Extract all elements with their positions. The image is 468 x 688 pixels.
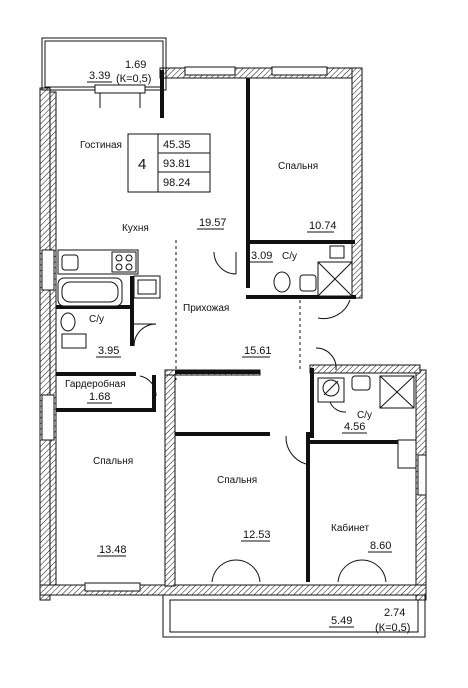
area-labels: 19.57 10.74 3.09 3.95 15.61 1.68 4.56 13… [87,70,392,628]
interior-walls [56,70,416,582]
balcony-reduced: 1.69 (К=0,5) 2.74 (К=0,5) [116,59,410,634]
balcony-top-reduced: 1.69 [125,59,146,71]
room-count: 4 [138,156,146,173]
area-living-kitchen: 19.57 [199,217,227,229]
summary-table: 4 45.35 93.81 98.24 [127,133,211,193]
area-bedroom-sw: 13.48 [99,544,127,556]
kitchen-counter [57,249,161,299]
living-room-label: Гостиная [80,140,122,151]
area-hall: 15.61 [244,345,272,357]
kitchen-label: Кухня [122,223,149,234]
wardrobe-label: Гардеробная [65,378,126,390]
area-wc-left: 3.95 [98,345,119,357]
bedroom-ne-label: Спальня [278,161,318,172]
doors [133,251,387,583]
area-balcony-top: 3.39 [89,70,110,82]
zone-lines [175,240,301,380]
balcony-bottom [162,594,426,638]
area-balcony-bottom: 5.49 [331,615,352,627]
room-labels: Гостиная Спальня Кухня С/у Прихожая С/у … [65,140,372,534]
balcony-top-coeff: (К=0,5) [116,73,151,85]
wc-left-label: С/у [89,314,104,325]
living-area: 45.35 [163,139,191,151]
wc-right-label: С/у [357,410,372,421]
wc-top-label: С/у [282,251,297,262]
area-wc-right: 4.56 [344,421,365,433]
office-label: Кабинет [331,522,369,534]
bedroom-sw-label: Спальня [93,456,133,467]
bathroom-fixtures [57,245,417,469]
area-wardrobe: 1.68 [89,391,110,403]
area-with-balcony: 98.24 [163,177,191,189]
balcony-top [41,37,167,108]
balcony-bottom-reduced: 2.74 [384,607,405,619]
total-area: 93.81 [163,158,191,170]
bedroom-s-label: Спальня [217,475,257,486]
area-wc-top: 3.09 [251,250,272,262]
balcony-bottom-coeff: (К=0,5) [375,622,410,634]
area-bedroom-ne: 10.74 [309,220,337,232]
area-office: 8.60 [370,540,391,552]
area-bedroom-s: 12.53 [243,529,271,541]
windows [41,66,427,592]
hall-label: Прихожая [183,303,229,314]
